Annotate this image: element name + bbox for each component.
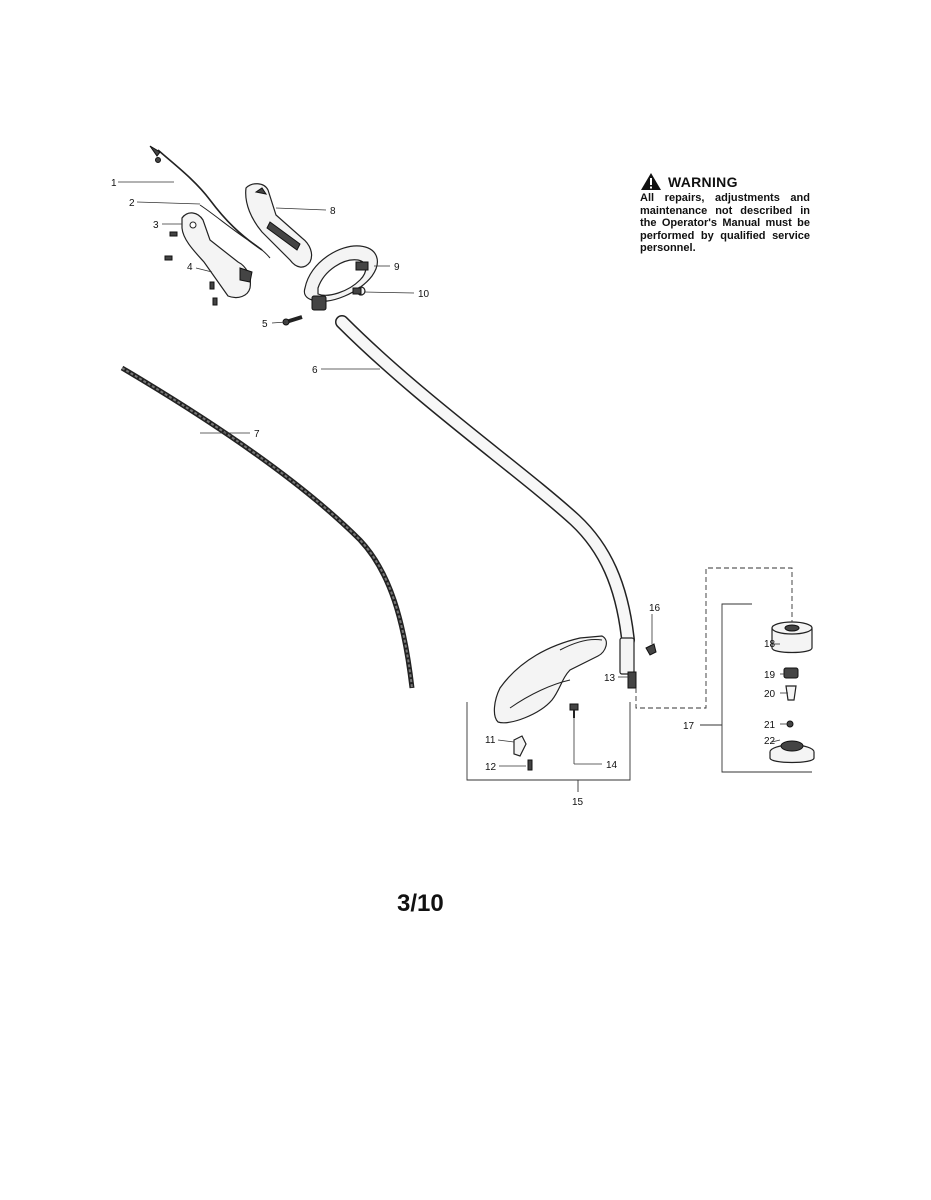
- callout-20: 20: [764, 689, 776, 700]
- warning-title: WARNING: [668, 173, 738, 190]
- callout-5: 5: [262, 319, 268, 330]
- callout-13: 13: [604, 673, 616, 684]
- warning-triangle-icon: [641, 173, 661, 190]
- callout-2: 2: [129, 198, 135, 209]
- part-knob: [352, 286, 366, 296]
- callout-17: 17: [683, 721, 695, 732]
- callout-6: 6: [312, 365, 318, 376]
- callout-21: 21: [764, 720, 776, 731]
- part-small-screw: [527, 759, 533, 771]
- part-spool: [769, 740, 815, 764]
- callout-4: 4: [187, 262, 193, 273]
- leader-lines: [118, 181, 788, 767]
- callout-14: 14: [606, 760, 618, 771]
- page-number: 3/10: [397, 890, 444, 917]
- callout-15: 15: [572, 797, 584, 808]
- callout-9: 9: [394, 262, 400, 273]
- bracket-15: [466, 702, 631, 792]
- callout-19: 19: [764, 670, 776, 681]
- warning-box: WARNING All repairs, adjustments and mai…: [640, 172, 810, 255]
- callout-11: 11: [485, 735, 496, 746]
- part-set-screw: [645, 643, 657, 656]
- callout-16: 16: [649, 603, 661, 614]
- callout-18: 18: [764, 639, 776, 650]
- callout-8: 8: [330, 206, 336, 217]
- part-head-housing: [771, 621, 813, 654]
- callout-12: 12: [485, 762, 497, 773]
- part-loop-handle: [303, 245, 378, 311]
- part-shaft-housing: [335, 315, 637, 689]
- part-bump-knob: [785, 685, 797, 701]
- dashed-connector: [635, 567, 793, 709]
- callout-3: 3: [153, 220, 159, 231]
- part-handle-right: [245, 183, 313, 268]
- part-deflector-shield: [493, 635, 607, 724]
- part-bolt: [282, 315, 303, 326]
- callout-labels: 1 2 3 4 5 6 7 8 9 10 11 12 13 14 15 16 1…: [111, 178, 776, 808]
- callout-22: 22: [764, 736, 776, 747]
- part-screws: [164, 231, 218, 306]
- bracket-17: [700, 603, 812, 773]
- callout-7: 7: [254, 429, 260, 440]
- part-shield-bolt: [569, 703, 579, 718]
- warning-header: WARNING: [640, 172, 810, 191]
- warning-text: All repairs, adjustments and maintenance…: [640, 192, 810, 254]
- part-throttle-cable: [149, 145, 263, 251]
- part-spring: [783, 667, 799, 679]
- part-clamp: [513, 735, 527, 757]
- part-washer: [786, 720, 794, 728]
- callout-1: 1: [111, 178, 117, 189]
- part-handle-left: [181, 212, 253, 299]
- part-ground-wire: [199, 204, 271, 259]
- part-flex-shaft: [120, 365, 415, 689]
- callout-10: 10: [418, 289, 430, 300]
